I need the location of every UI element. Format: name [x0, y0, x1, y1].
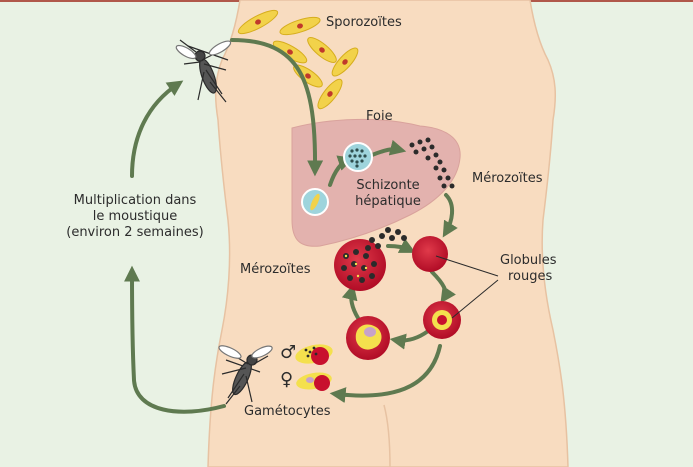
label-gametocytes: Gamétocytes	[244, 404, 331, 419]
label-multiplication-line1: Multiplication dans	[73, 193, 197, 208]
label-merozoites-blood: Mérozoïtes	[240, 262, 311, 277]
label-sporozoites: Sporozoïtes	[326, 15, 402, 30]
label-multiplication: Multiplication dans le moustique (enviro…	[56, 193, 214, 241]
arrow-gametocytes-to-mosquito	[124, 265, 226, 414]
arrow-rbc-to-ring	[430, 270, 456, 304]
arrow-liver-to-blood	[442, 193, 458, 238]
male-gametocyte	[295, 344, 333, 365]
rbc-ring-stage	[423, 301, 461, 339]
label-merozoites-hepatic: Mérozoïtes	[472, 171, 543, 186]
arrow-schizont-to-merozoites	[370, 139, 407, 157]
free-blood-merozoites	[365, 227, 407, 251]
label-schizonte-line1: Schizonte	[356, 178, 420, 193]
mosquito-bottom	[218, 345, 273, 405]
arrow-burst-to-rbc	[386, 238, 416, 253]
arrow-trophozoite-to-schizont	[341, 283, 360, 320]
label-globules-line2: rouges	[508, 269, 553, 284]
label-globules-rouges: Globules rouges	[500, 253, 557, 285]
arrow-mosquito-multiplication	[130, 80, 184, 178]
label-multiplication-line2: le moustique	[92, 209, 178, 224]
infected-liver-cell	[301, 188, 329, 216]
rbc-healthy	[412, 236, 448, 272]
leg-separation	[383, 404, 391, 467]
label-schizonte-hepatique: Schizonte hépatique	[348, 178, 428, 210]
human-body-silhouette	[207, 0, 569, 467]
rbc-schizont-bursting	[334, 239, 386, 291]
female-symbol: ♀	[280, 369, 294, 390]
hepatic-schizont	[343, 142, 373, 172]
sporozoites	[237, 9, 359, 110]
mosquito-top	[175, 39, 232, 103]
label-schizonte-line2: hépatique	[355, 194, 421, 209]
rbc-trophozoite	[346, 316, 390, 360]
label-globules-line1: Globules	[500, 253, 557, 268]
arrow-blood-to-gametocytes	[329, 344, 442, 404]
male-symbol: ♂	[280, 342, 297, 363]
label-multiplication-line3: (environ 2 semaines)	[66, 225, 204, 240]
arrow-mosquito-to-liver	[230, 38, 324, 177]
female-gametocyte	[296, 372, 332, 391]
liver-merozoites-cluster	[409, 137, 455, 189]
label-foie: Foie	[366, 109, 393, 124]
